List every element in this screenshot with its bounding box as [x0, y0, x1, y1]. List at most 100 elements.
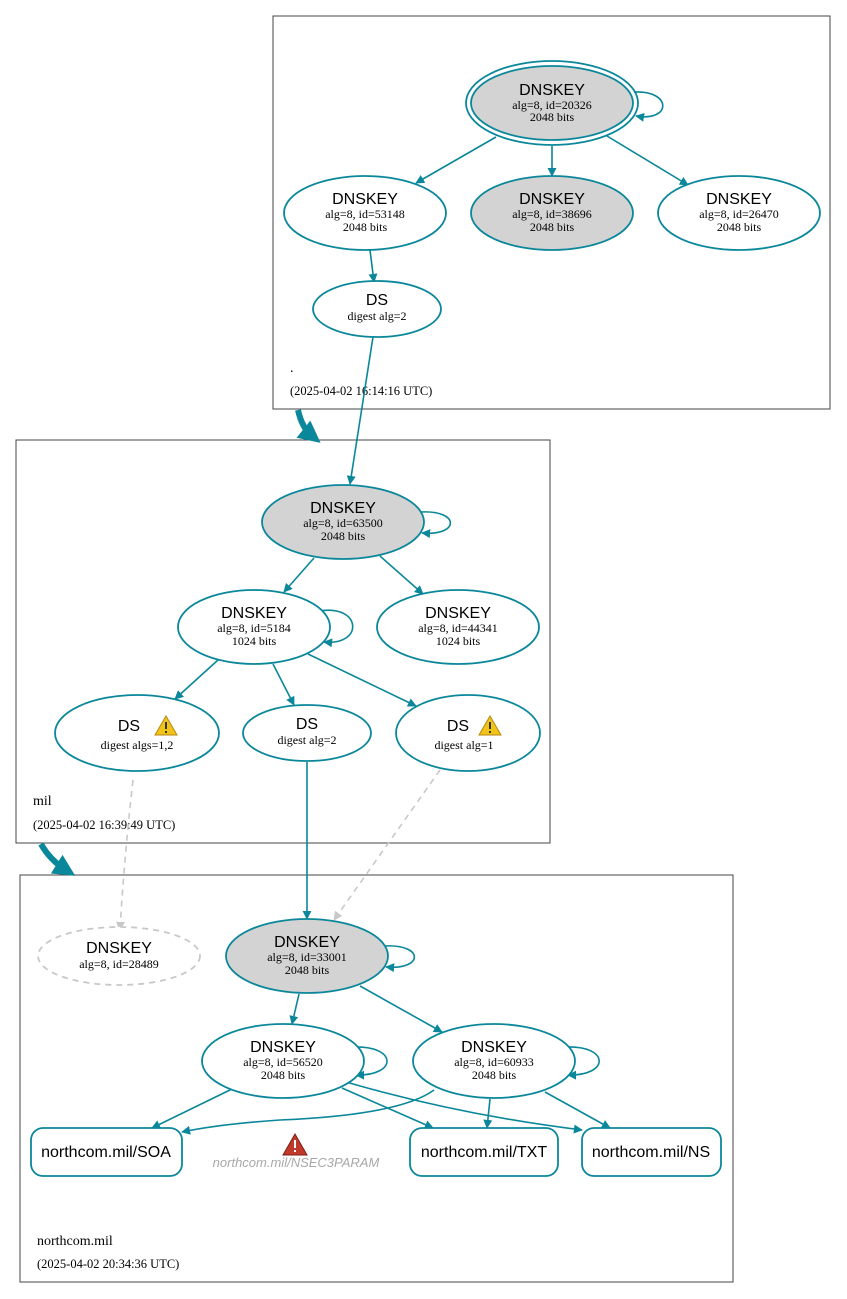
rrset-node-ns[interactable]: northcom.mil/NS: [581, 1127, 722, 1177]
node-ellipse: [395, 694, 541, 772]
edge-nc-zsk2-to-rr-ns: [544, 1091, 611, 1129]
dnskey-node-nc-zsk1[interactable]: DNSKEY alg=8, id=56520 2048 bits: [201, 1023, 365, 1099]
ds-node-mil-2[interactable]: DS digest alg=2: [242, 704, 372, 762]
dnskey-node-root-zsk2[interactable]: DNSKEY alg=8, id=26470 2048 bits: [657, 175, 821, 251]
dnskey-node-root-ksk[interactable]: DNSKEY alg=8, id=20326 2048 bits: [465, 60, 639, 146]
zone-root-box: [272, 15, 831, 410]
node-line2: 2048 bits: [343, 220, 388, 234]
zone-northcom-timestamp: (2025-04-02 20:34:36 UTC): [37, 1257, 179, 1271]
ds-node-mil-1[interactable]: DS digest algs=1,2: [54, 694, 220, 772]
node-type: DNSKEY: [221, 605, 287, 622]
edge-root-zsk1-to-root-ds: [368, 249, 378, 283]
dnskey-node-root-zsk1[interactable]: DNSKEY alg=8, id=53148 2048 bits: [283, 175, 447, 251]
delegation-root-to-mil: [295, 409, 321, 443]
node-line2: 1024 bits: [436, 634, 481, 648]
node-ellipse: [201, 1023, 365, 1099]
node-line1: alg=8, id=26470: [699, 207, 779, 221]
node-line1: alg=8, id=5184: [217, 621, 291, 635]
dnskey-node-root-ksk2[interactable]: DNSKEY alg=8, id=38696 2048 bits: [470, 175, 634, 251]
node-line2: 2048 bits: [472, 1068, 517, 1082]
node-line1: digest algs=1,2: [101, 738, 174, 752]
node-line2: 2048 bits: [717, 220, 762, 234]
node-type: DNSKEY: [310, 500, 376, 517]
zone-mil-timestamp: (2025-04-02 16:39:49 UTC): [33, 818, 175, 832]
node-line1: alg=8, id=63500: [303, 516, 383, 530]
edge-nc-ksk-to-nc-zsk2: [359, 985, 443, 1033]
edge-nc-zsk2-to-rr-txt: [483, 1098, 493, 1129]
node-ellipse: [225, 918, 389, 994]
node-line2: 2048 bits: [530, 110, 575, 124]
rrset-node-txt[interactable]: northcom.mil/TXT: [409, 1127, 559, 1177]
node-type: DNSKEY: [461, 1039, 527, 1056]
dnskey-node-nc-ghost[interactable]: DNSKEY alg=8, id=28489: [37, 926, 201, 986]
delegation-mil-to-northcom: [38, 842, 76, 876]
node-line1: alg=8, id=53148: [325, 207, 405, 221]
node-ellipse: [470, 175, 634, 251]
node-line1: alg=8, id=60933: [454, 1055, 534, 1069]
missing-rrset-nsec3param[interactable]: northcom.mil/NSEC3PARAM: [213, 1132, 380, 1170]
node-line2: 2048 bits: [285, 963, 330, 977]
node-line2: 2048 bits: [321, 529, 366, 543]
zone-mil-box: [15, 439, 551, 844]
rrset-box: [30, 1127, 183, 1177]
node-type: DNSKEY: [519, 82, 585, 99]
edge-mil-ksk-to-mil-zsk1: [283, 557, 315, 593]
ds-node-root[interactable]: DS digest alg=2: [312, 280, 442, 338]
node-line1: digest alg=2: [277, 733, 336, 747]
rrset-node-soa[interactable]: northcom.mil/SOA: [30, 1127, 183, 1177]
node-ellipse: [242, 704, 372, 762]
edge-nc-zsk1-to-rr-soa: [151, 1088, 233, 1129]
node-type: DNSKEY: [86, 940, 152, 957]
edge-mil-zsk1-to-mil-ds3: [307, 653, 417, 707]
zone-root-name: .: [290, 361, 294, 376]
node-ellipse: [283, 175, 447, 251]
edge-mil-ksk-to-mil-zsk2: [379, 555, 424, 595]
node-type: DNSKEY: [250, 1039, 316, 1056]
node-type: DNSKEY: [274, 934, 340, 951]
node-line2: 2048 bits: [530, 220, 575, 234]
node-type: DS: [447, 718, 469, 735]
node-type: DNSKEY: [425, 605, 491, 622]
dnskey-node-nc-zsk2[interactable]: DNSKEY alg=8, id=60933 2048 bits: [412, 1023, 576, 1099]
rrset-label: northcom.mil/NS: [592, 1144, 710, 1161]
warning-icon: [478, 715, 502, 736]
node-ellipse: [412, 1023, 576, 1099]
rrset-label: northcom.mil/SOA: [41, 1144, 171, 1161]
zone-root-timestamp: (2025-04-02 16:14:16 UTC): [290, 384, 432, 398]
node-type: DNSKEY: [519, 191, 585, 208]
edge-root-ksk-to-root-zsk2: [606, 135, 689, 186]
node-ellipse: [376, 589, 540, 665]
node-line1: digest alg=2: [347, 309, 406, 323]
dnskey-node-nc-ksk[interactable]: DNSKEY alg=8, id=33001 2048 bits: [225, 918, 389, 994]
node-line1: alg=8, id=20326: [512, 98, 592, 112]
ds-node-mil-3[interactable]: DS digest alg=1: [395, 694, 541, 772]
node-line1: digest alg=1: [434, 738, 493, 752]
zone-northcom: northcom.mil (2025-04-02 20:34:36 UTC): [19, 874, 734, 1283]
edge-nc-zsk1-to-rr-ns: [345, 1081, 583, 1134]
dnskey-node-mil-zsk2[interactable]: DNSKEY alg=8, id=44341 1024 bits: [376, 589, 540, 665]
dnskey-node-mil-ksk[interactable]: DNSKEY alg=8, id=63500 2048 bits: [261, 484, 425, 560]
self-loop-nc-zsk2: [564, 1046, 600, 1080]
node-line1: alg=8, id=56520: [243, 1055, 323, 1069]
zone-northcom-box: [19, 874, 734, 1283]
zone-northcom-name: northcom.mil: [37, 1234, 113, 1249]
node-ellipse: [312, 280, 442, 338]
edge-root-ds-to-mil-ksk: [346, 336, 374, 485]
dnskey-node-mil-zsk1[interactable]: DNSKEY alg=8, id=5184 1024 bits: [177, 589, 331, 665]
node-ellipse: [177, 589, 331, 665]
node-line1: alg=8, id=28489: [79, 957, 159, 971]
edge-nc-zsk2-to-rr-soa: [181, 1089, 435, 1135]
node-ellipse: [261, 484, 425, 560]
node-line1: alg=8, id=33001: [267, 950, 347, 964]
edge-root-ksk-to-root-zsk1: [415, 136, 497, 184]
zone-mil: mil (2025-04-02 16:39:49 UTC): [15, 439, 551, 844]
rrset-box: [581, 1127, 722, 1177]
node-line1: alg=8, id=44341: [418, 621, 498, 635]
self-loop-mil-zsk1: [318, 609, 354, 648]
node-line2: 2048 bits: [261, 1068, 306, 1082]
node-ellipse: [54, 694, 220, 772]
edges: [115, 91, 689, 1135]
edge-nc-ksk-to-nc-zsk1: [289, 993, 300, 1025]
warning-icon: [154, 715, 178, 736]
node-type: DS: [296, 716, 318, 733]
